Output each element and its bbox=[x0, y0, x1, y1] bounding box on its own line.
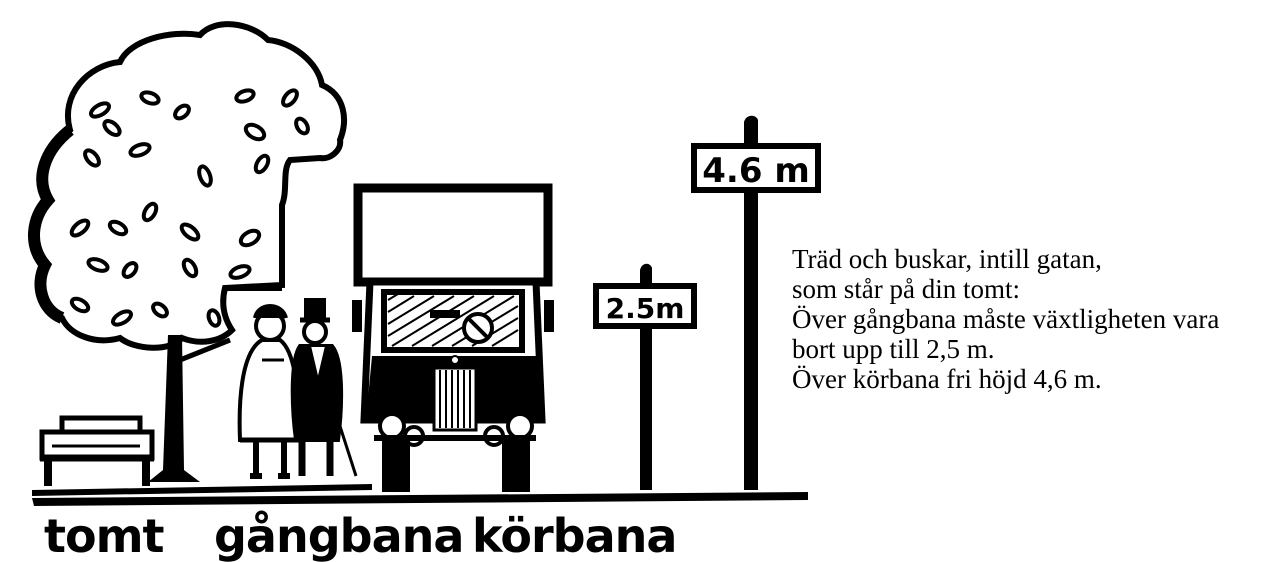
label-lot: tomt bbox=[44, 509, 164, 562]
caption-line-2: som står på din tomt: bbox=[792, 274, 1020, 304]
sign-label-low: 2.5m bbox=[606, 292, 685, 325]
height-sign-icon bbox=[593, 115, 821, 491]
truck-icon bbox=[352, 183, 554, 492]
ground-line bbox=[32, 492, 808, 506]
bench-icon bbox=[39, 415, 155, 486]
curb bbox=[32, 484, 372, 496]
caption-line-3: Över gångbana måste växtligheten vara bbox=[792, 304, 1220, 334]
caption-line-1: Träd och buskar, intill gatan, bbox=[792, 244, 1102, 274]
pedestrian-man-icon bbox=[290, 298, 358, 477]
label-sidewalk: gångbana bbox=[214, 509, 463, 562]
label-roadway: körbana bbox=[472, 509, 676, 562]
tree-icon bbox=[28, 21, 347, 482]
clearance-caption: Träd och buskar, intill gatan, som står … bbox=[792, 244, 1272, 394]
sign-label-high: 4.6 m bbox=[702, 151, 810, 191]
caption-line-4: bort upp till 2,5 m. bbox=[792, 334, 995, 364]
caption-line-5: Över körbana fri höjd 4,6 m. bbox=[792, 364, 1102, 394]
